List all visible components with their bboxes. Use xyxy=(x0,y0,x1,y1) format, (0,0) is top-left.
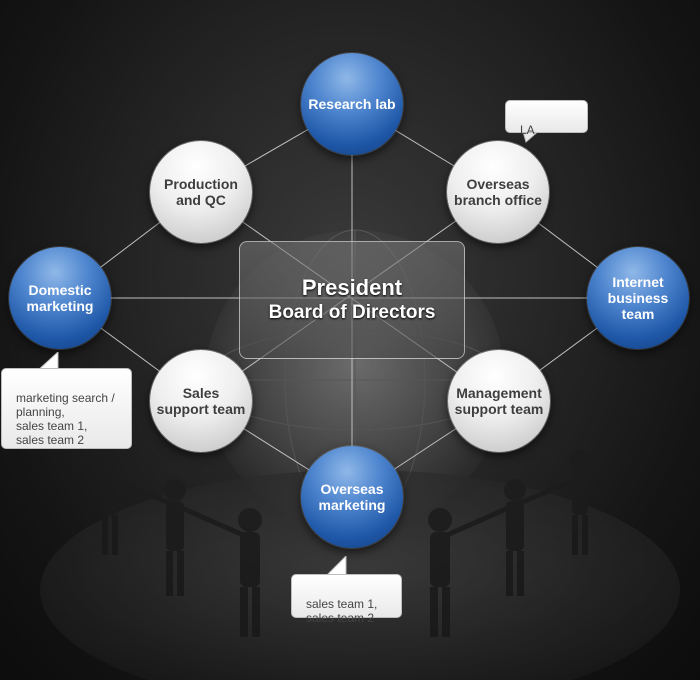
node-label: Internet business team xyxy=(607,274,669,322)
node-label: Overseas marketing xyxy=(318,481,386,513)
node-overseas-marketing[interactable]: Overseas marketing xyxy=(301,446,403,548)
callout-la: LA xyxy=(505,100,588,137)
node-label: Production and QC xyxy=(164,176,238,208)
callout-domestic-marketing: marketing search / planning, sales team … xyxy=(1,368,132,449)
node-management-support-team[interactable]: Management support team xyxy=(448,350,550,452)
president-title: President xyxy=(301,275,403,300)
callout-overseas-pointer xyxy=(323,556,347,578)
node-internet-business-team[interactable]: Internet business team xyxy=(587,247,689,349)
callout-overseas-marketing: sales team 1, sales team 2 xyxy=(291,574,402,625)
node-label: Overseas branch office xyxy=(454,176,542,208)
president-box[interactable]: President Board of Directors xyxy=(239,241,465,359)
node-label: Management support team xyxy=(454,385,544,417)
node-label: Research lab xyxy=(308,96,396,112)
callout-domestic-pointer xyxy=(35,352,59,372)
callout-text: LA xyxy=(520,123,535,137)
callout-text: sales team 1, sales team 2 xyxy=(306,597,378,625)
node-sales-support-team[interactable]: Sales support team xyxy=(150,350,252,452)
node-production-qc[interactable]: Production and QC xyxy=(150,141,252,243)
node-research-lab[interactable]: Research lab xyxy=(301,53,403,155)
callout-text: marketing search / planning, sales team … xyxy=(16,391,115,447)
node-overseas-branch-office[interactable]: Overseas branch office xyxy=(447,141,549,243)
node-domestic-marketing[interactable]: Domestic marketing xyxy=(9,247,111,349)
node-label: Sales support team xyxy=(156,385,246,417)
node-label: Domestic marketing xyxy=(26,282,94,314)
board-of-directors-label: Board of Directors xyxy=(268,302,436,323)
